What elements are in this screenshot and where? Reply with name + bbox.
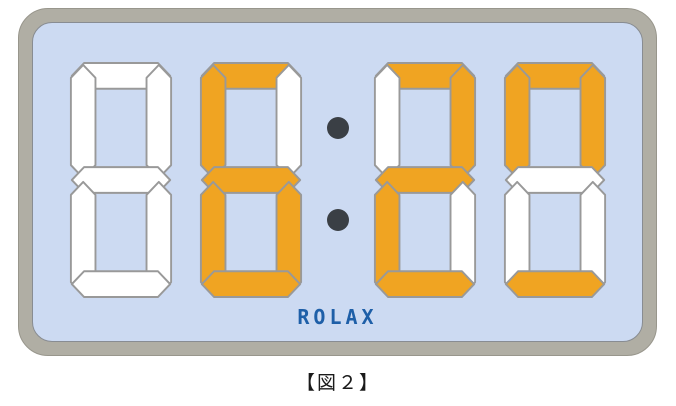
brand-label: ROLAX (297, 305, 378, 329)
segment-d-on (504, 270, 605, 299)
colon (325, 61, 351, 299)
digit-4 (503, 61, 606, 299)
segment-b-on (579, 63, 606, 180)
segment-f-off (69, 63, 96, 180)
colon-dot-top (326, 117, 349, 139)
lcd-panel: ROLAX (32, 22, 643, 342)
segment-b-on (449, 63, 476, 180)
segment-b-off (275, 63, 302, 180)
figure-caption: 【図２】 (295, 372, 380, 394)
segment-b-off (145, 63, 172, 180)
segment-d-off (70, 270, 171, 299)
digit-2 (199, 61, 302, 299)
segment-d-on (374, 270, 475, 299)
clock-frame: ROLAX (18, 8, 657, 356)
digit-3 (373, 61, 476, 299)
digit-row (33, 61, 642, 299)
colon-dot-bottom (326, 209, 349, 231)
segment-f-on (503, 63, 530, 180)
segment-f-on (199, 63, 226, 180)
digit-1 (69, 61, 172, 299)
segment-f-off (373, 63, 400, 180)
segment-d-on (200, 270, 301, 299)
